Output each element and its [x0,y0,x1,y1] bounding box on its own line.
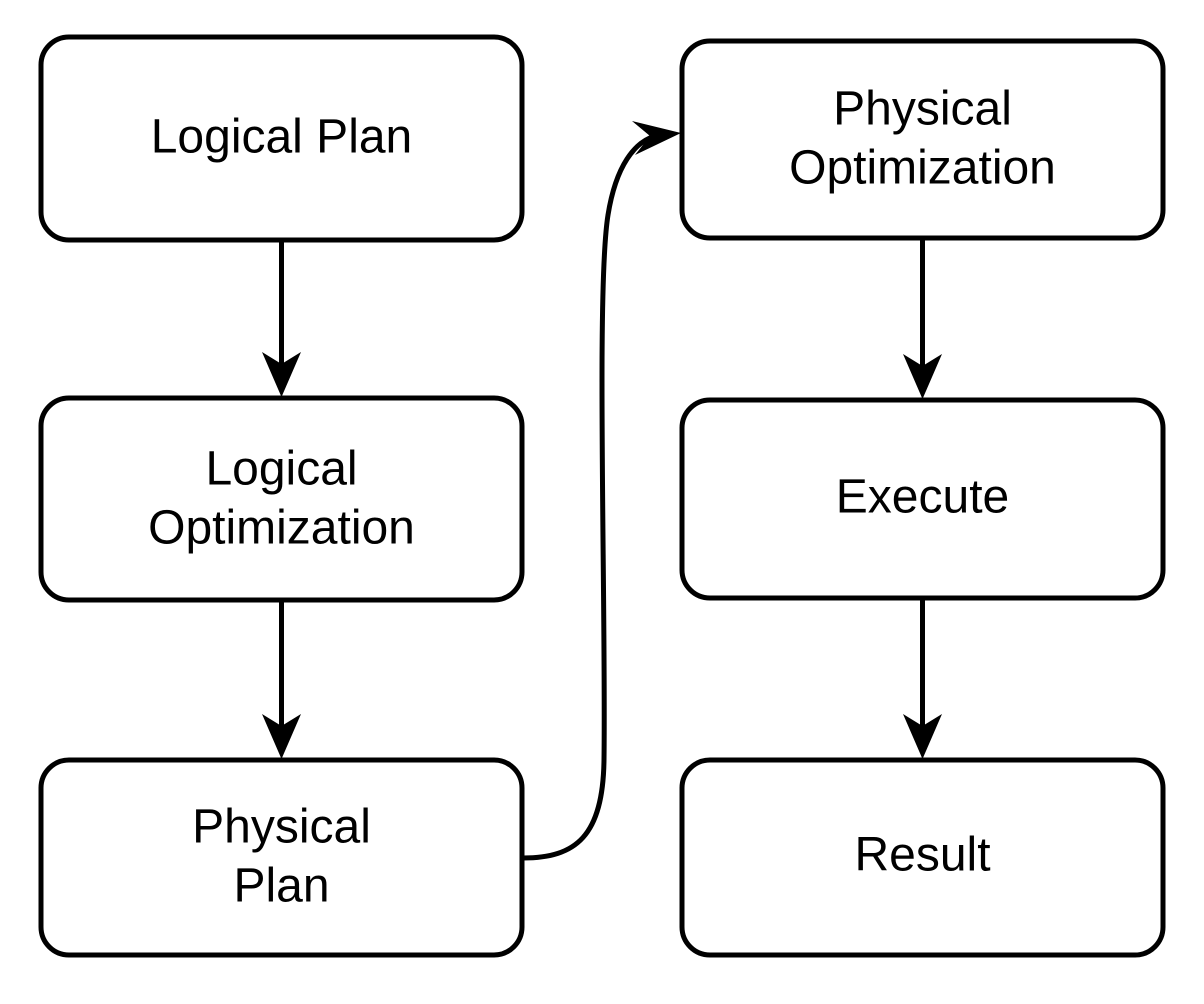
arrowhead-icon [262,352,301,397]
node-shape[interactable] [679,397,1166,601]
node-label-line1: Result [854,829,990,882]
edge-logical-plan-to-logical-optimization [262,240,301,397]
node-label-line1: Physical [192,801,371,854]
node-logical-plan[interactable]: Logical Plan [38,34,525,243]
arrowhead-icon [632,121,681,155]
node-label-line2: Optimization [148,502,415,555]
node-label-line1: Logical Plan [151,111,413,164]
edge-physical-plan-to-physical-optimization [522,121,681,861]
node-shape[interactable] [38,395,525,603]
arrowhead-icon [903,714,942,759]
edge-physical-optimization-to-execute [903,238,942,399]
node-label-line2: Plan [233,860,329,913]
node-layer: Logical Plan Logical Optimization Physic… [38,34,1166,958]
node-label-line1: Execute [836,471,1009,524]
node-shape[interactable] [38,34,525,243]
node-shape[interactable] [679,757,1166,958]
edge-layer [262,121,942,861]
edge-execute-to-result [903,598,942,759]
node-execute[interactable]: Execute [679,397,1166,601]
edge-logical-optimization-to-physical-plan [262,600,301,759]
arrowhead-icon [903,354,942,399]
node-label-line1: Physical [833,83,1012,136]
node-physical-plan[interactable]: Physical Plan [38,757,525,958]
arrowhead-icon [262,714,301,759]
node-shape[interactable] [38,757,525,958]
node-physical-optimization[interactable]: Physical Optimization [679,38,1166,241]
node-shape[interactable] [679,38,1166,241]
edge-line-curved [522,133,656,861]
node-logical-optimization[interactable]: Logical Optimization [38,395,525,603]
node-label-line2: Optimization [789,142,1056,195]
node-result[interactable]: Result [679,757,1166,958]
node-label-line1: Logical [205,443,357,496]
